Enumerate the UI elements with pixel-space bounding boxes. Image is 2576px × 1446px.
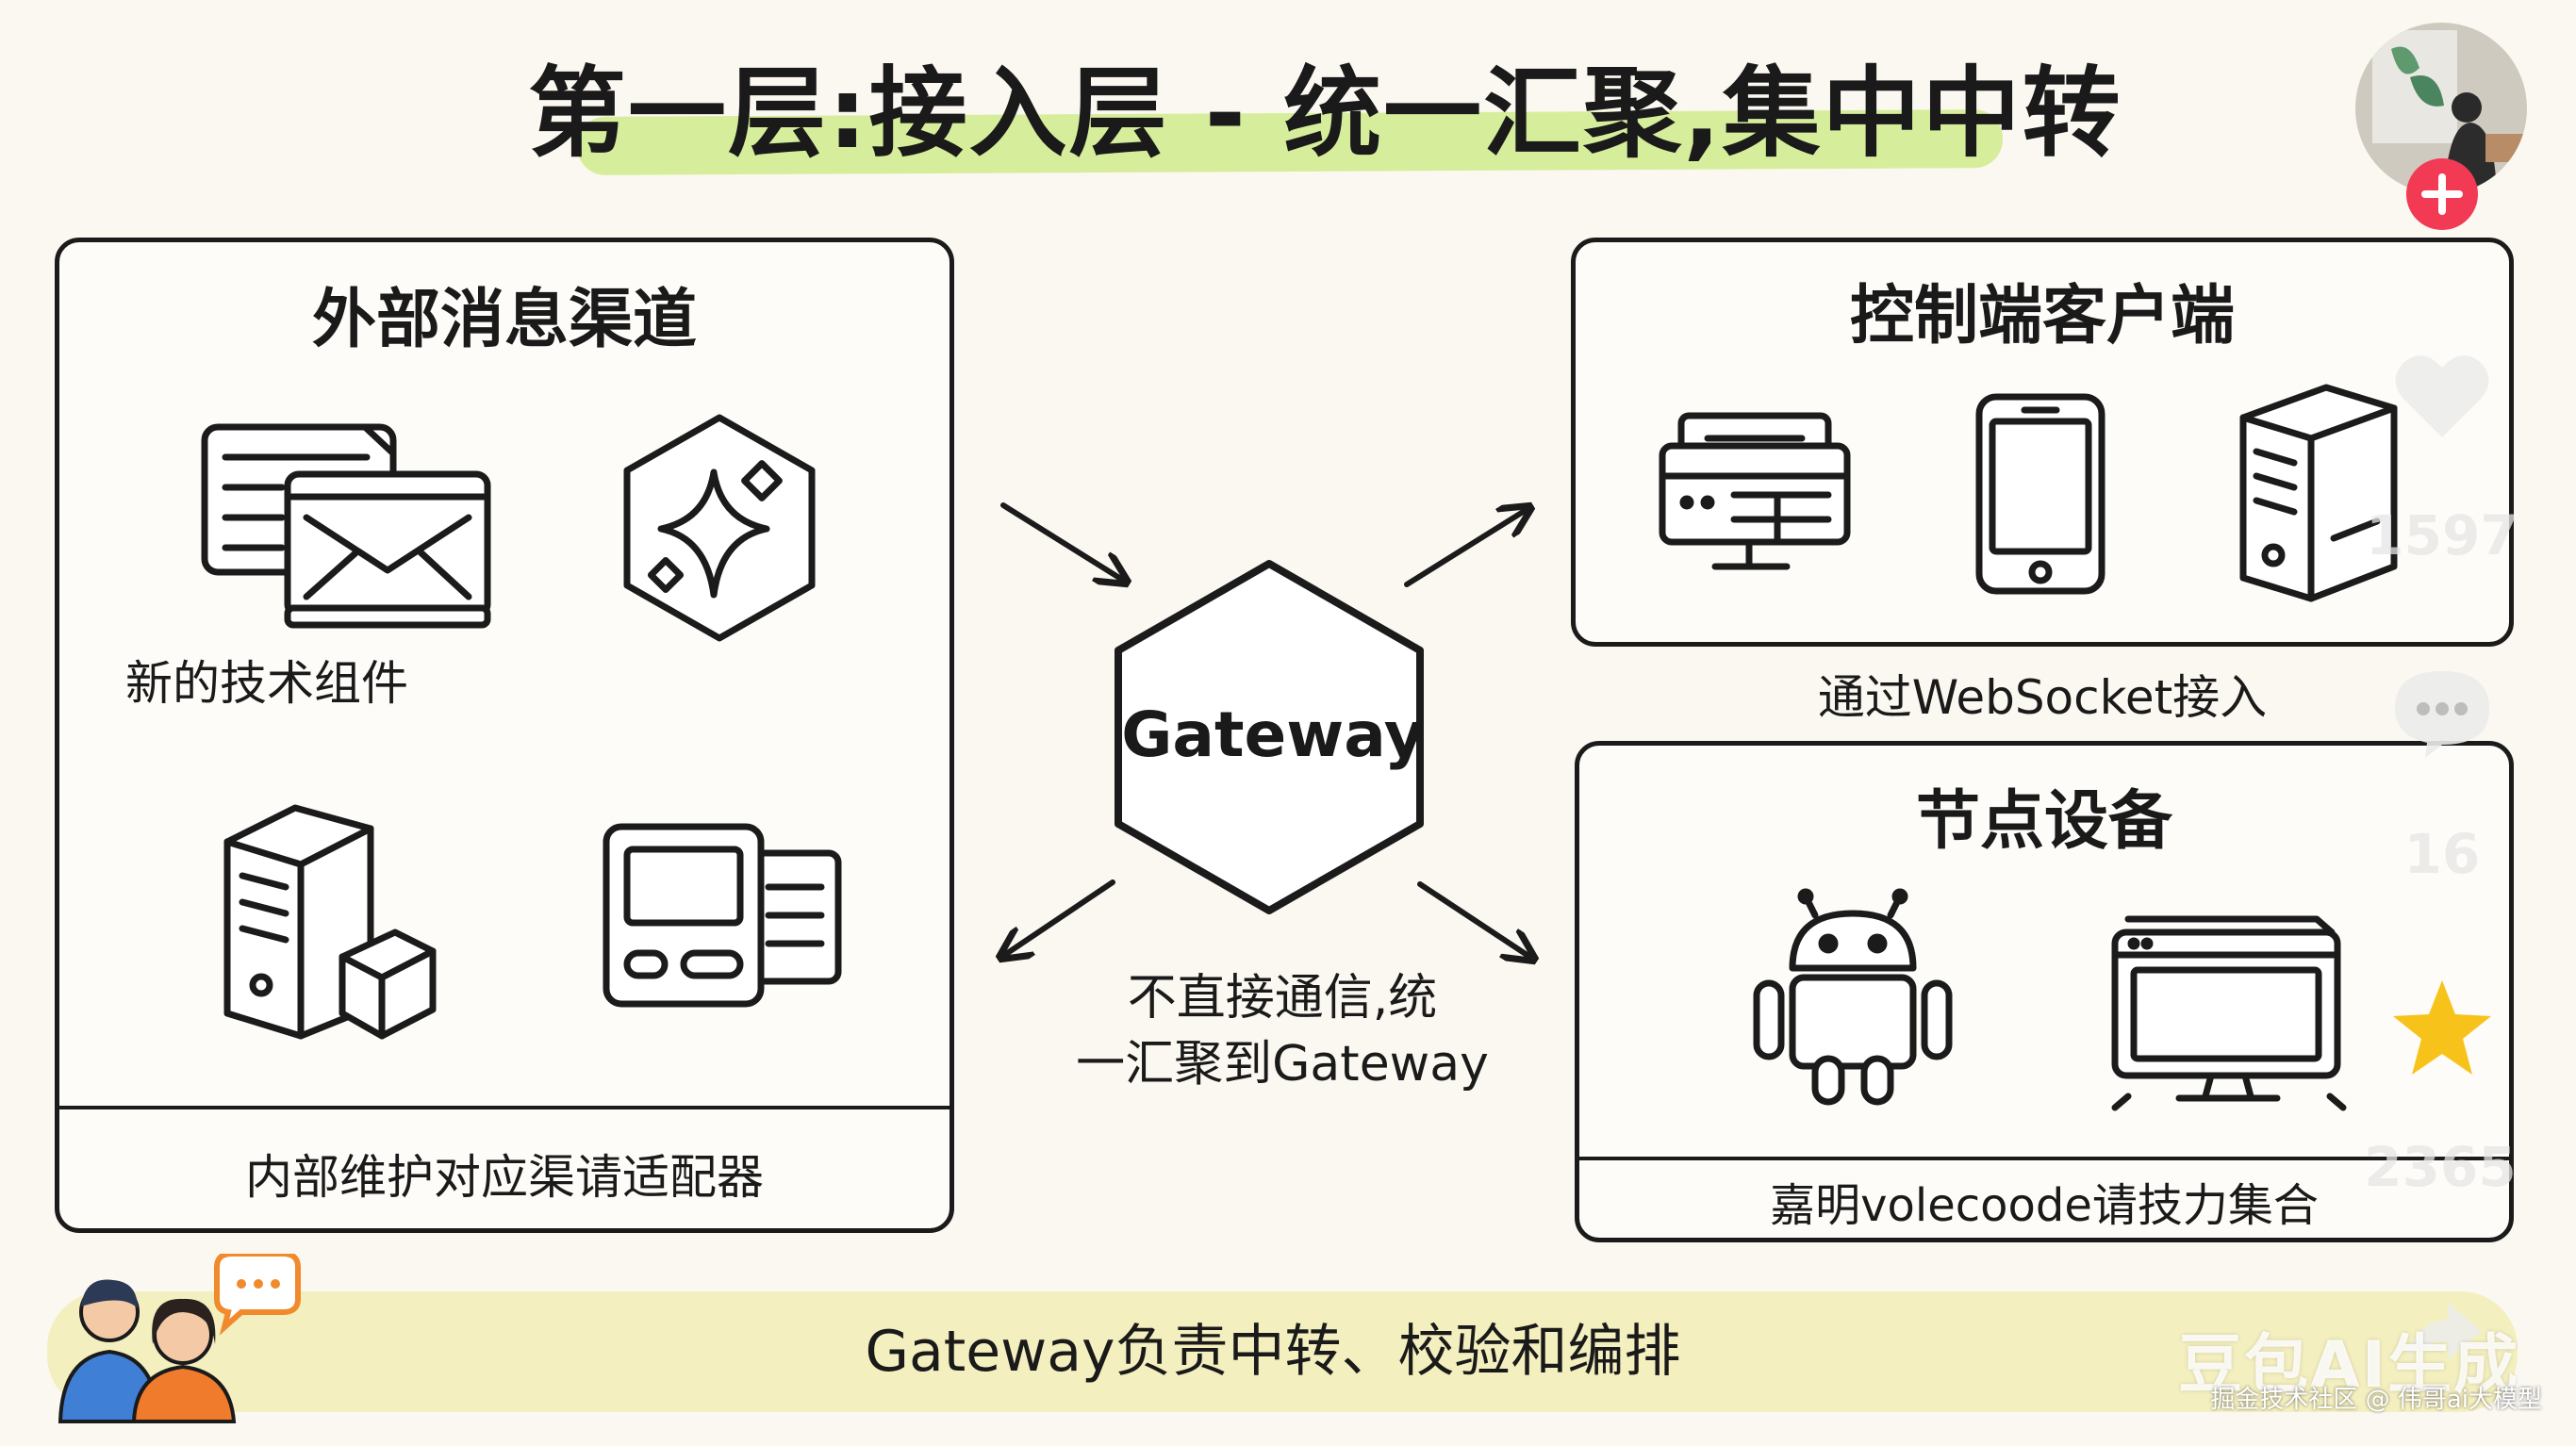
gateway-hexagon (1115, 560, 1424, 914)
panel-title: 外部消息渠道 (311, 283, 697, 357)
gateway-label: Gateway (1121, 698, 1425, 771)
tablet-icon (1972, 389, 2109, 599)
summary-banner-text: Gateway负责中转、校验和编排 (865, 1319, 1681, 1385)
panel-title: 控制端客户端 (1849, 279, 2235, 353)
heart-icon[interactable] (2393, 351, 2491, 441)
gateway-diagram (981, 490, 1584, 999)
node-panel-footer: 嘉明volecoode请技力集合 (1770, 1179, 2319, 1232)
desktop-terminal-icon (1655, 408, 1853, 578)
arrow-out-to-nodes (1417, 881, 1531, 958)
star-icon[interactable] (2389, 977, 2495, 1078)
ai-generated-watermark: 豆包AI生成 (2178, 1328, 2519, 1403)
gateway-note-line2: 一汇聚到Gateway (1076, 1036, 1489, 1093)
server-box-icon (220, 800, 440, 1047)
sparkle-hexagon-icon (612, 410, 827, 646)
share-icon[interactable] (2404, 1299, 2484, 1365)
page-title: 第一层:接入层 - 统一汇聚,集中中转 (528, 56, 2122, 171)
comment-count: 16 (2403, 822, 2481, 886)
follow-plus-button[interactable] (2404, 156, 2480, 232)
arrow-out-to-channels (1003, 879, 1115, 956)
people-chat-icon (57, 1254, 302, 1423)
node-devices-panel: 节点设备 (1575, 741, 2514, 1242)
arrow-out-to-clients (1404, 509, 1527, 587)
like-count: 1597 (2366, 503, 2518, 567)
external-channels-panel: 外部消息渠道 新的技术组件 (55, 238, 954, 1233)
server-tower-icon (2236, 380, 2402, 606)
device-cards-icon (599, 819, 846, 1011)
favorite-count: 2365 (2364, 1135, 2517, 1199)
avatar[interactable] (2353, 21, 2529, 196)
summary-banner (47, 1291, 2518, 1412)
gateway-note-line1: 不直接通信,统 (1127, 970, 1438, 1027)
control-clients-panel: 控制端客户端 (1571, 238, 2514, 647)
panel-divider (59, 1106, 949, 1109)
component-label: 新的技术组件 (125, 656, 408, 711)
websocket-caption: 通过WebSocket接入 (1817, 670, 2268, 725)
left-panel-footer: 内部维护对应渠请适配器 (245, 1150, 764, 1205)
source-credit: 掘金技术社区 @ 伟哥ai大模型 (2210, 1386, 2542, 1414)
panel-title: 节点设备 (1915, 784, 2172, 859)
arrow-in-from-channels (1000, 502, 1124, 581)
panel-divider (1579, 1157, 2509, 1160)
message-window-icon (197, 419, 495, 636)
monitor-icon (2107, 912, 2353, 1111)
comment-icon[interactable] (2391, 665, 2493, 760)
android-icon (1749, 887, 1957, 1109)
